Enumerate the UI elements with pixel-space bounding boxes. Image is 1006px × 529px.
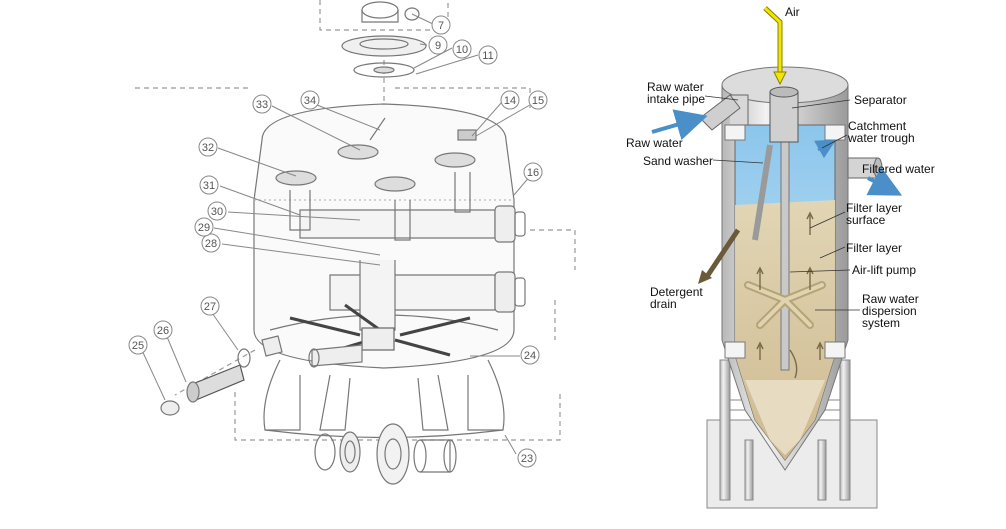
- callout-34: 34: [300, 90, 320, 110]
- left-parts: [160, 348, 251, 416]
- label-dispersion-1: Raw water: [862, 292, 919, 306]
- callout-31: 31: [199, 175, 219, 195]
- label-detergent-1: Detergent: [650, 285, 703, 299]
- label-filter-surface-1: Filter layer: [846, 201, 902, 215]
- svg-text:11: 11: [482, 50, 493, 62]
- separator-unit: [769, 86, 799, 143]
- cutaway-filter-view: Air Raw water intake pipe Separator Raw …: [626, 5, 935, 509]
- svg-text:26: 26: [157, 325, 169, 337]
- svg-text:32: 32: [202, 142, 214, 154]
- svg-text:27: 27: [204, 301, 216, 313]
- exploded-filter-view: [135, 0, 576, 485]
- svg-text:34: 34: [304, 95, 316, 107]
- callout-33: 33: [252, 94, 272, 114]
- diffuser-heads: [275, 117, 477, 192]
- svg-text:23: 23: [521, 453, 533, 465]
- callout-7: 7: [431, 15, 451, 35]
- label-separator: Separator: [854, 93, 907, 107]
- label-filtered-water: Filtered water: [862, 162, 935, 176]
- callout-11: 11: [478, 45, 498, 65]
- label-dispersion-2: dispersion: [862, 304, 917, 318]
- internal-flow-arrows: [756, 211, 824, 379]
- callout-29: 29: [194, 217, 214, 237]
- callout-14: 14: [500, 90, 520, 110]
- detergent-drain-arrow: [698, 228, 741, 284]
- callout-15: 15: [528, 90, 548, 110]
- label-catchment-2: water trough: [847, 131, 915, 145]
- callout-30: 30: [207, 201, 227, 221]
- callout-leaders: [139, 13, 536, 455]
- top-valve-parts: [341, 1, 427, 78]
- air-arrow: [763, 6, 787, 86]
- callout-32: 32: [198, 137, 218, 157]
- label-raw-water-intake-2: intake pipe: [647, 92, 705, 106]
- callout-25: 25: [128, 335, 148, 355]
- label-dispersion-3: system: [862, 316, 900, 330]
- raw-water-intake-pipe: [699, 94, 749, 131]
- lateral-hub: [361, 327, 395, 351]
- callout-10: 10: [452, 39, 472, 59]
- svg-text:25: 25: [132, 340, 144, 352]
- side-drain-nozzle: [261, 335, 363, 368]
- label-raw-water: Raw water: [626, 136, 683, 150]
- part-callouts: 7 9 10 11 14 15 16 23 24 25 26 27 28 29 …: [128, 15, 548, 468]
- svg-text:28: 28: [205, 238, 217, 250]
- svg-text:30: 30: [211, 206, 223, 218]
- filtered-water-arrow: [866, 166, 903, 196]
- callout-28: 28: [201, 233, 221, 253]
- svg-text:10: 10: [456, 44, 468, 56]
- tank-pipes: [289, 172, 526, 331]
- callout-9: 9: [428, 35, 448, 55]
- label-filter-layer: Filter layer: [846, 241, 902, 255]
- label-air-lift-pump: Air-lift pump: [852, 263, 916, 277]
- svg-text:15: 15: [532, 95, 544, 107]
- callout-27: 27: [200, 296, 220, 316]
- bottom-parts: [314, 423, 457, 485]
- cutaway-labels: Air Raw water intake pipe Separator Raw …: [626, 5, 935, 330]
- air-lift-pump-pipe: [744, 99, 826, 371]
- label-detergent-2: drain: [650, 297, 677, 311]
- label-catchment-1: Catchment: [848, 119, 907, 133]
- label-leaders: [704, 95, 860, 311]
- callout-23: 23: [517, 448, 537, 468]
- callout-24: 24: [520, 345, 540, 365]
- svg-text:16: 16: [527, 167, 539, 179]
- label-air: Air: [785, 5, 800, 19]
- label-raw-water-intake-1: Raw water: [647, 80, 704, 94]
- sand-washer-pipe: [752, 144, 773, 241]
- svg-text:33: 33: [256, 99, 268, 111]
- svg-text:9: 9: [435, 40, 441, 52]
- raw-water-arrow: [651, 109, 708, 141]
- svg-text:31: 31: [203, 180, 215, 192]
- callout-16: 16: [523, 162, 543, 182]
- svg-text:29: 29: [198, 222, 210, 234]
- svg-text:14: 14: [504, 95, 516, 107]
- label-filter-surface-2: surface: [846, 213, 886, 227]
- label-sand-washer: Sand washer: [643, 154, 713, 168]
- svg-text:24: 24: [524, 350, 536, 362]
- callout-26: 26: [153, 320, 173, 340]
- tank-stand: [263, 359, 505, 439]
- svg-text:7: 7: [438, 20, 444, 32]
